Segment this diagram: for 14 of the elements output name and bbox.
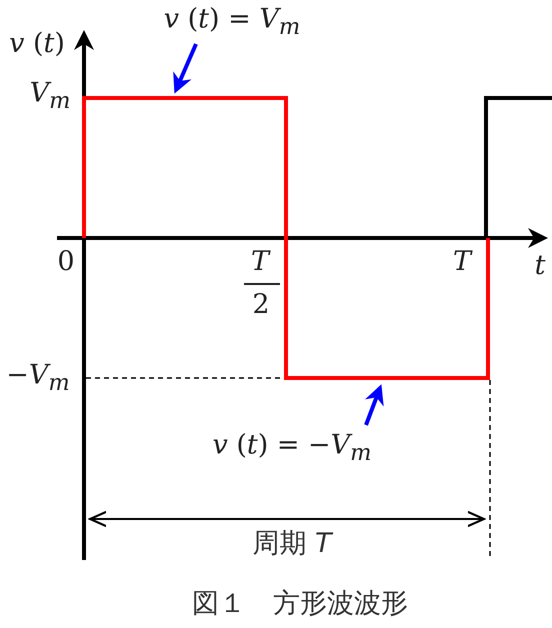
axis-label: V$_{m}$ [30, 78, 70, 114]
leader-arrow [173, 43, 198, 94]
tick-label: T [453, 247, 471, 277]
tick-label: 2 [252, 290, 270, 320]
dimension-label: 周期 T [252, 529, 332, 559]
equation-label: v (t) = −V$_{m}$ [212, 430, 372, 466]
axis-label: −V$_{m}$ [6, 360, 70, 396]
equation-label: v (t) = V$_{m}$ [164, 4, 300, 40]
axis-label: v (t) [9, 29, 65, 59]
leader-arrow [364, 384, 384, 426]
tick-label: T [251, 247, 269, 277]
figure-caption: 図１ 方形波波形 [192, 589, 408, 619]
tick-label: 0 [57, 247, 75, 277]
axis-label: t [534, 251, 546, 281]
